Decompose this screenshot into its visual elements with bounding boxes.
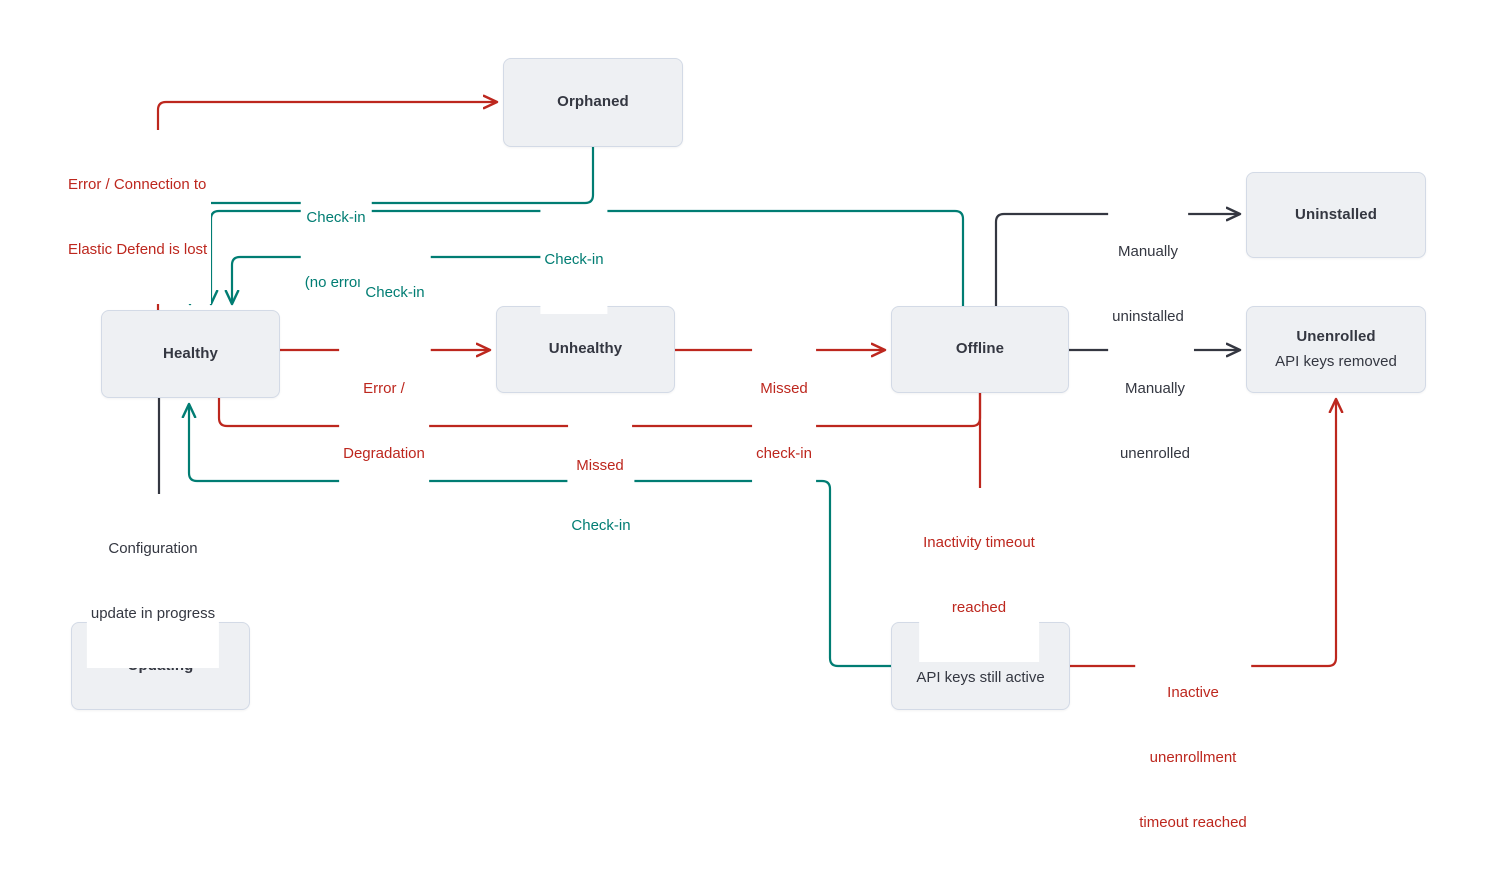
label-missed-checkin-unhealthy-line1: Missed	[760, 379, 808, 397]
label-checkin-inactive-healthy-line1: Check-in	[571, 516, 631, 534]
label-configuration-update-line2: update in progress	[90, 604, 216, 622]
label-manually-uninstalled-line2: uninstalled	[1112, 307, 1184, 325]
edge-offline-to-uninstalled	[994, 214, 1240, 306]
node-inactive-subtitle: API keys still active	[916, 669, 1045, 687]
label-manually-uninstalled-line1: Manually	[1117, 242, 1179, 260]
label-checkin-no-error-mid-line1: Check-in	[365, 283, 425, 301]
label-checkin-offline-healthy-line1: Check-in	[544, 250, 604, 268]
label-inactivity-timeout-line2: reached	[951, 598, 1007, 616]
label-manually-unenrolled: Manually unenrolled	[1115, 334, 1195, 508]
node-offline-title: Offline	[955, 340, 1005, 358]
label-missed-checkin-healthy-line1: Missed	[576, 456, 624, 474]
node-uninstalled[interactable]: Uninstalled	[1246, 172, 1426, 258]
label-inactive-unenrollment-line1: Inactive	[1167, 683, 1219, 701]
label-checkin-no-error-top-line2: (no error)	[304, 273, 368, 291]
label-error-connection-lost-line2: Elastic Defend is lost	[68, 240, 208, 258]
label-inactive-unenrollment-line2: unenrollment	[1149, 748, 1237, 766]
label-configuration-update-line1: Configuration	[108, 539, 198, 557]
label-manually-unenrolled-line2: unenrolled	[1119, 444, 1191, 462]
node-healthy[interactable]: Healthy	[101, 310, 280, 398]
label-missed-checkin-unhealthy: Missed check-in	[752, 334, 816, 508]
label-error-degradation-line1: Error /	[363, 379, 405, 397]
label-manually-unenrolled-line1: Manually	[1124, 379, 1186, 397]
edge-inactive-to-healthy	[189, 404, 891, 668]
label-inactivity-timeout-line1: Inactivity timeout	[923, 533, 1035, 551]
label-configuration-update: Configuration update in progress	[86, 494, 220, 668]
edge-inactive-to-unenrolled	[1070, 399, 1336, 668]
state-diagram-canvas: .e{fill:none;stroke-width:2.2;stroke-lin…	[64, 58, 1426, 831]
node-unhealthy[interactable]: Unhealthy	[496, 306, 675, 393]
label-inactivity-timeout: Inactivity timeout reached	[919, 488, 1039, 662]
label-inactive-unenrollment: Inactive unenrollment timeout reached	[1135, 638, 1251, 877]
node-orphaned-title: Orphaned	[557, 93, 629, 111]
node-uninstalled-title: Uninstalled	[1295, 205, 1377, 223]
label-inactive-unenrollment-line3: timeout reached	[1139, 814, 1247, 831]
label-error-connection-lost-line1: Error / Connection to	[68, 175, 207, 193]
label-checkin-no-error-top: Check-in (no error)	[300, 163, 372, 337]
node-healthy-title: Healthy	[163, 344, 218, 362]
node-unhealthy-title: Unhealthy	[548, 340, 623, 358]
label-missed-checkin-unhealthy-line2: check-in	[756, 444, 812, 462]
label-checkin-no-error-top-line1: Check-in	[306, 208, 366, 226]
edge-healthy-to-orphaned	[156, 102, 497, 310]
node-unenrolled[interactable]: Unenrolled API keys removed	[1246, 306, 1426, 393]
label-error-degradation: Error / Degradation	[339, 334, 429, 508]
label-checkin-inactive-healthy: Check-in	[567, 471, 635, 580]
label-error-connection-lost: Error / Connection to Elastic Defend is …	[64, 130, 212, 304]
label-error-degradation-line2: Degradation	[343, 444, 425, 462]
node-orphaned[interactable]: Orphaned	[503, 58, 683, 147]
label-checkin-offline-healthy: Check-in	[540, 205, 608, 314]
node-unenrolled-subtitle: API keys removed	[1275, 352, 1397, 370]
node-unenrolled-title: Unenrolled	[1296, 327, 1376, 345]
node-offline[interactable]: Offline	[891, 306, 1069, 393]
